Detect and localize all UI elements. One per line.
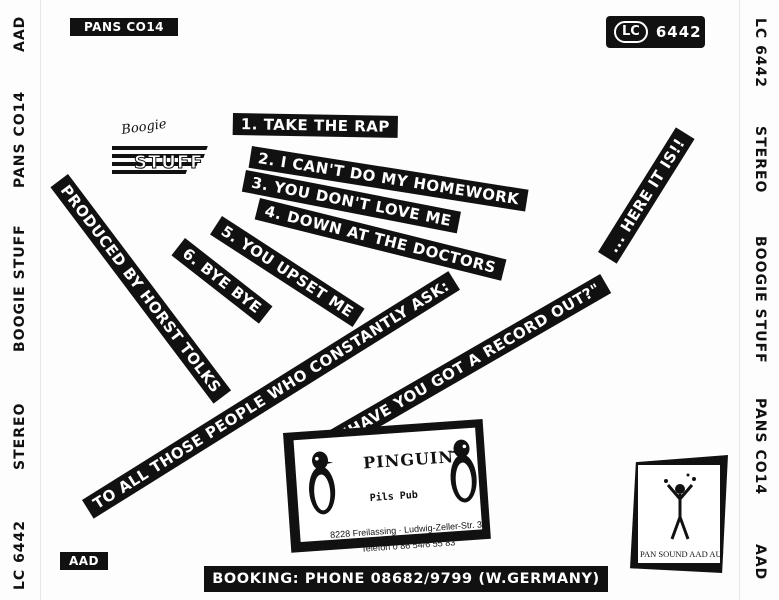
pinguin-ad: PINGUIN Pils Pub 8228 Freilassing · Ludw…: [283, 419, 491, 554]
booking-bar: BOOKING: PHONE 08682/9799 (W.GERMANY): [204, 566, 608, 592]
answer-line: ... HERE IT IS!!: [598, 127, 695, 264]
pan-sound-ad: PAN SOUND AAD AUDIO: [630, 455, 728, 573]
logo-script-word: Boogie: [119, 118, 167, 138]
track-1: 1. TAKE THE RAP: [232, 113, 399, 138]
pinguin-phone: Telefon 0 86 54/6 55 83: [360, 537, 456, 554]
right-spine-stereo: STEREO: [752, 126, 768, 194]
penguin-icon: [309, 451, 336, 515]
logo-stripes-icon: [112, 146, 208, 174]
left-spine-lc: LC 6442: [12, 519, 28, 590]
pinguin-name: PINGUIN: [362, 447, 455, 473]
musician-figure-icon: [664, 473, 696, 540]
lc-prefix: LC: [614, 21, 648, 43]
left-spine-catalog: PANS CO14: [12, 90, 28, 188]
pinguin-subtitle: Pils Pub: [369, 489, 419, 505]
footer-aad: AAD: [60, 552, 108, 570]
boogie-stuff-logo: Boogie STUFF: [112, 118, 208, 174]
right-spine-lc: LC 6442: [752, 18, 768, 89]
catalog-label: PANS CO14: [70, 18, 178, 36]
left-spine-title: BOOGIE STUFF: [12, 224, 28, 352]
right-spine-aad: AAD: [752, 544, 768, 581]
right-spine-title: BOOGIE STUFF: [752, 236, 768, 364]
right-spine-catalog: PANS CO14: [752, 398, 768, 496]
right-spine-divider: [739, 0, 740, 600]
producer-credit: PRODUCED BY HORST TOLKS: [50, 174, 232, 404]
pinguin-address: 8228 Freilassing · Ludwig-Zeller-Str. 33: [329, 519, 488, 540]
left-spine-divider: [40, 0, 41, 600]
pan-sound-inner: PAN SOUND AAD AUDIO: [638, 465, 737, 563]
lc-badge: LC 6442: [606, 16, 705, 48]
lc-number: 6442: [655, 23, 702, 41]
penguin-icon-right: [448, 439, 477, 503]
pinguin-ad-inner: PINGUIN Pils Pub 8228 Freilassing · Ludw…: [293, 427, 487, 554]
left-spine-aad: AAD: [12, 15, 28, 52]
pan-sound-label: PAN SOUND AAD AUDIO: [640, 549, 737, 559]
left-spine-stereo: STEREO: [12, 402, 28, 470]
logo-block-word: STUFF: [134, 152, 203, 173]
